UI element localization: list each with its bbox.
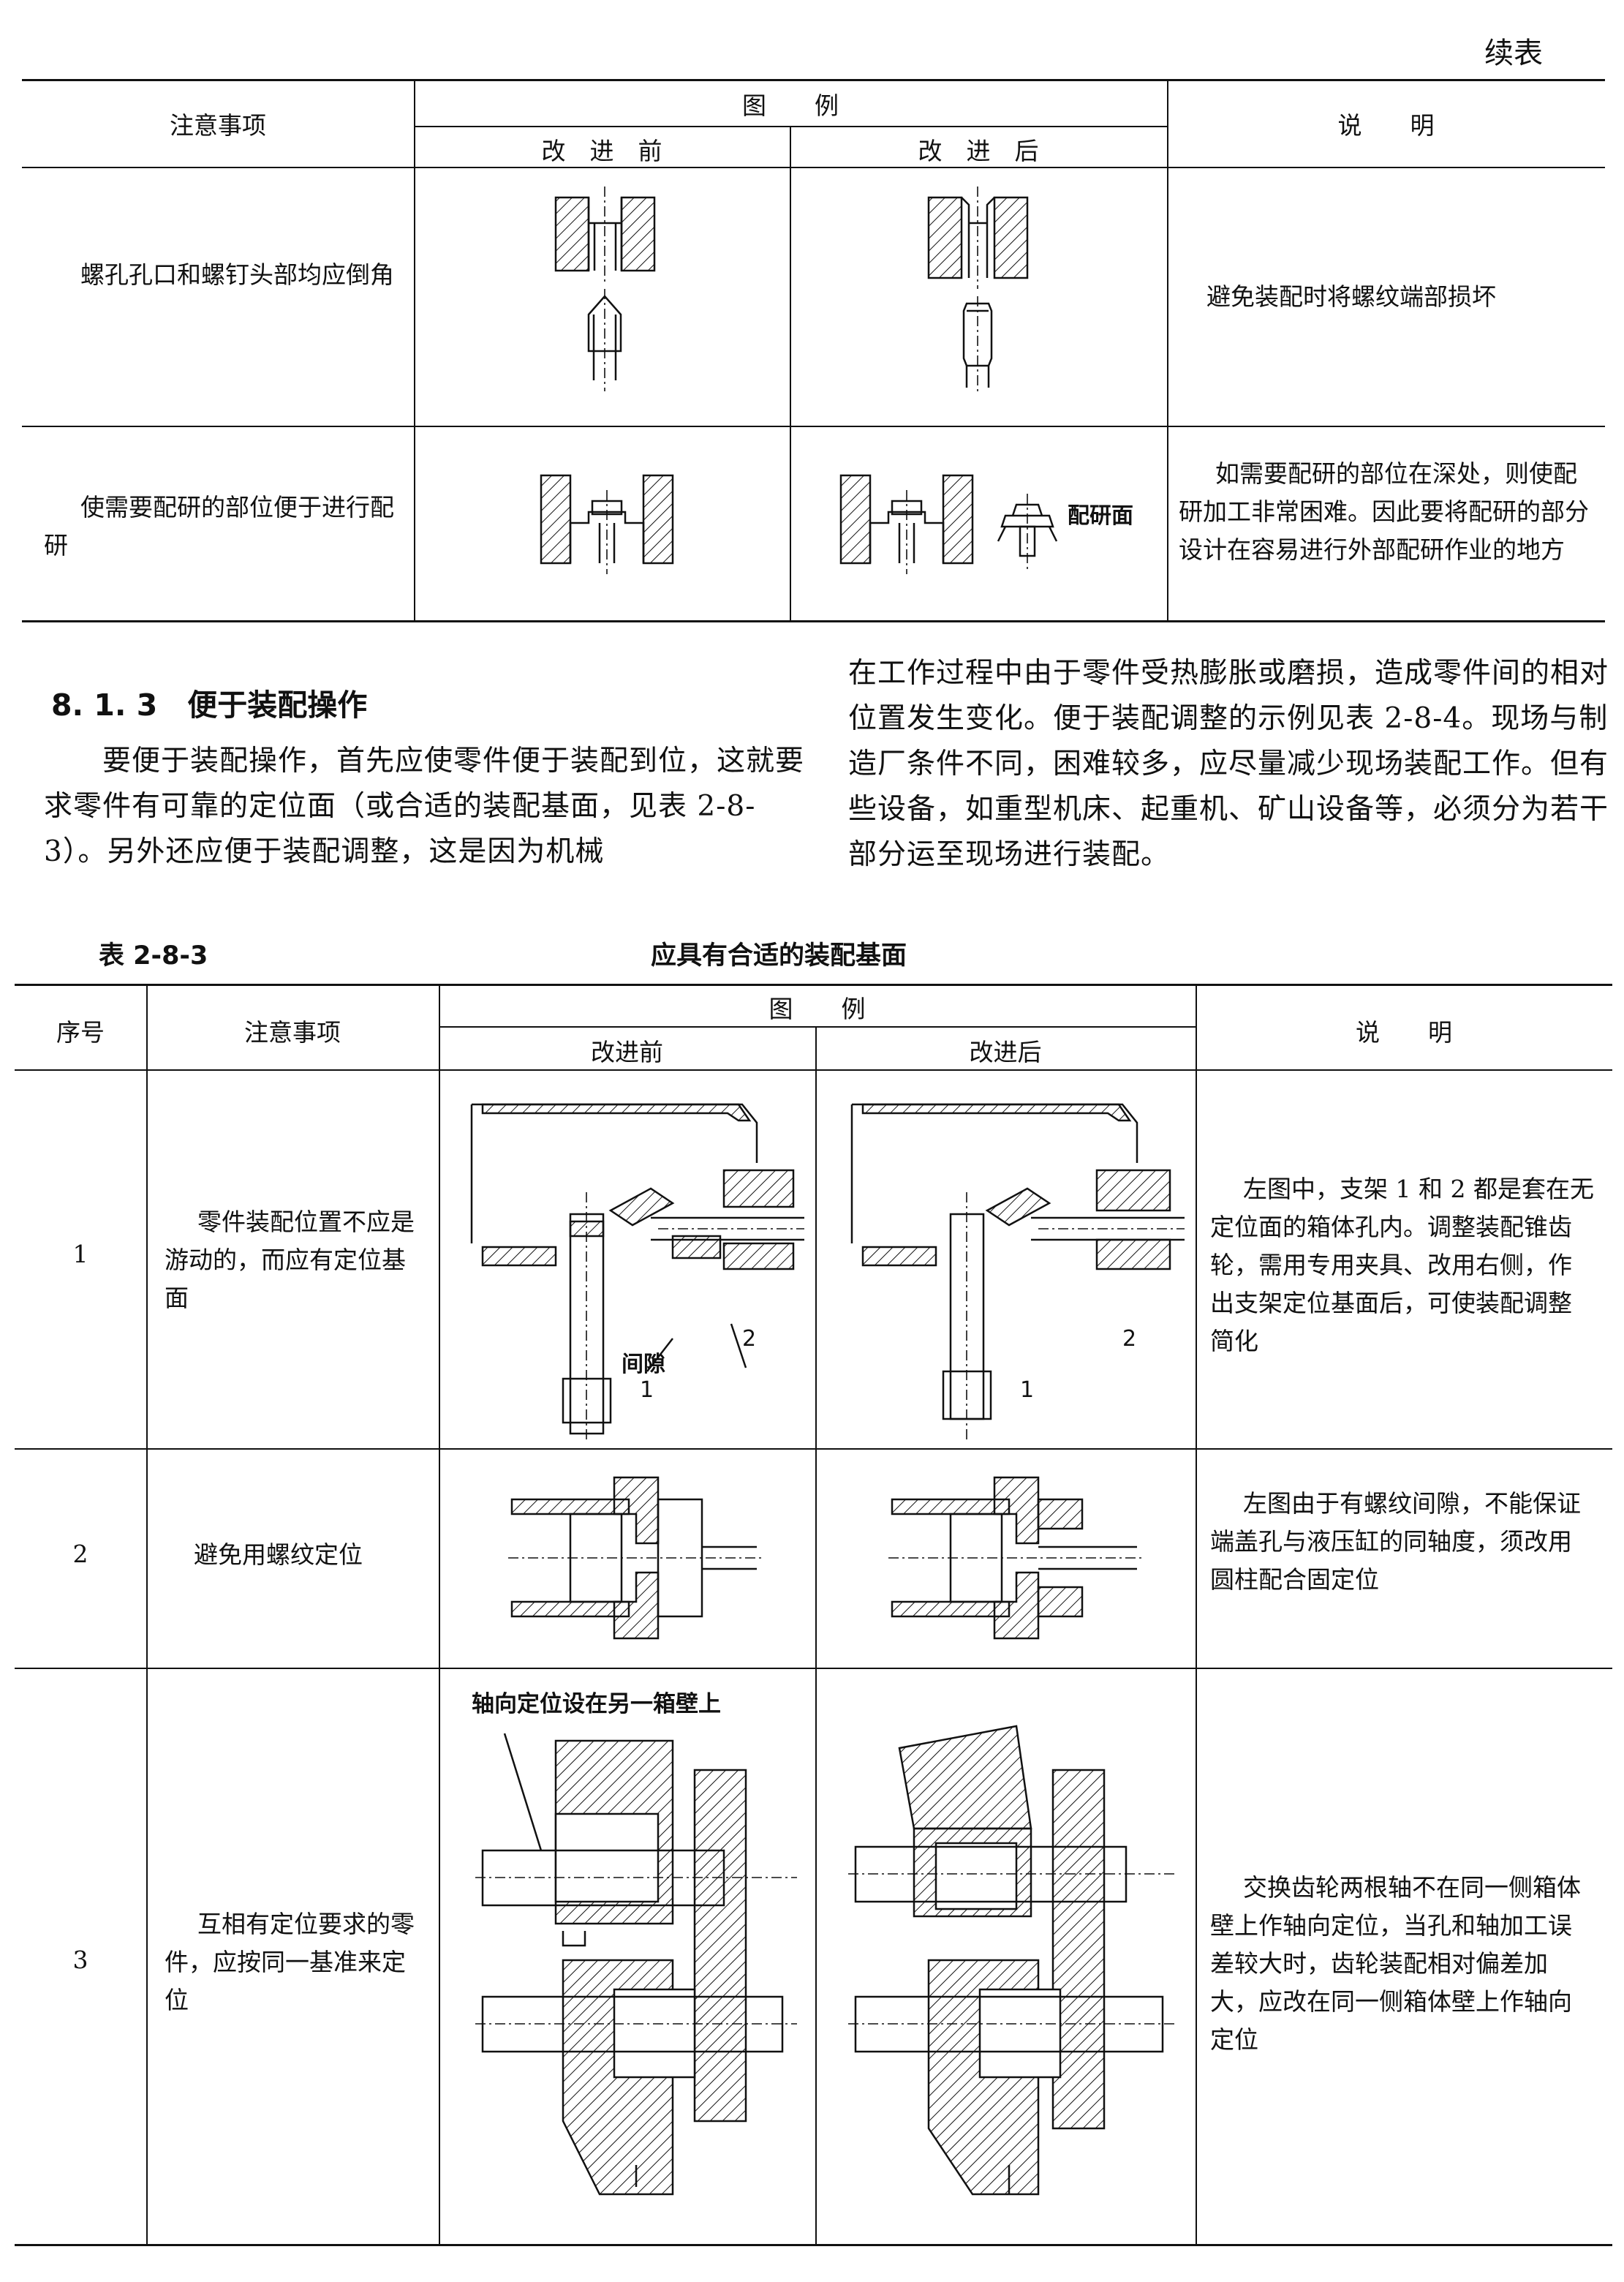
row2-after-drawing: 配研面	[839, 474, 1133, 574]
header-after: 改进后	[969, 1038, 1042, 1066]
header-number: 序号	[56, 1018, 105, 1047]
lapping-surface-label: 配研面	[1068, 503, 1133, 529]
row2-before-drawing	[508, 1476, 764, 1640]
header-description: 说 明	[1356, 1018, 1452, 1047]
row1-before-drawing	[554, 187, 656, 391]
header-after: 改 进 后	[918, 137, 1039, 165]
row1-after-drawing: 1 2	[850, 1103, 1185, 1441]
row1-number: 1	[72, 1240, 88, 1268]
table-caption: 应具有合适的装配基面	[651, 941, 907, 971]
row2-before-drawing	[540, 474, 674, 574]
row2-after-drawing	[888, 1476, 1144, 1640]
section-paragraph-left: 要便于装配操作，首先应使零件便于装配到位，这就要求零件有可靠的定位面（或合适的装…	[44, 745, 805, 868]
row1-after-drawing	[927, 187, 1029, 395]
axial-positioning-label: 轴向定位设在另一箱壁上	[472, 1691, 721, 1717]
row2-number: 2	[72, 1540, 88, 1568]
row2-note: 避免用螺纹定位	[194, 1540, 363, 1569]
row3-number: 3	[72, 1946, 88, 1974]
row2-note: 使需要配研的部位便于进行配研	[44, 493, 394, 560]
row1-before-drawing: 间隙 1 2	[470, 1103, 804, 1441]
row1-note: 零件装配位置不应是游动的，而应有定位基面	[165, 1208, 415, 1312]
header-before: 改 进 前	[541, 137, 662, 165]
row2-description: 左图由于有螺纹间隙，不能保证端盖孔与液压缸的同轴度，须改用圆柱配合固定位	[1210, 1489, 1581, 1594]
row1-description: 左图中，支架 1 和 2 都是套在无定位面的箱体孔内。调整装配锥齿轮，需用专用夹…	[1210, 1175, 1594, 1355]
section-title: 8. 1. 3 便于装配操作	[51, 688, 368, 723]
row1-note: 螺孔孔口和螺钉头部均应倒角	[80, 260, 394, 289]
header-notes: 注意事项	[170, 111, 266, 140]
header-before: 改进前	[591, 1038, 663, 1066]
header-figure: 图 例	[768, 995, 866, 1023]
header-description: 说 明	[1337, 111, 1435, 140]
continued-table-label: 续表	[1484, 37, 1543, 70]
part1-label: 1	[640, 1377, 654, 1403]
row3-note: 互相有定位要求的零件，应按同一基准来定位	[165, 1910, 415, 2014]
row1-description: 避免装配时将螺纹端部损坏	[1206, 282, 1496, 311]
gap-label: 间隙	[622, 1352, 665, 1377]
row3-after-drawing	[848, 1725, 1177, 2196]
row3-before-drawing: 轴向定位设在另一箱壁上	[472, 1691, 797, 2196]
part1-label: 1	[1020, 1377, 1034, 1403]
part2-label: 2	[742, 1326, 756, 1352]
row3-description: 交换齿轮两根轴不在同一侧箱体壁上作轴向定位，当孔和轴加工误差较大时，齿轮装配相对…	[1210, 1873, 1581, 2054]
part2-label: 2	[1122, 1326, 1136, 1352]
header-notes: 注意事项	[244, 1018, 341, 1047]
section-paragraph-right: 在工作过程中由于零件受热膨胀或磨损，造成零件间的相对位置发生变化。便于装配调整的…	[848, 657, 1609, 871]
header-figure: 图 例	[742, 91, 839, 120]
row2-description: 如需要配研的部位在深处，则使配研加工非常困难。因此要将配研的部分设计在容易进行外…	[1179, 459, 1589, 564]
table-label: 表 2-8-3	[99, 941, 208, 971]
